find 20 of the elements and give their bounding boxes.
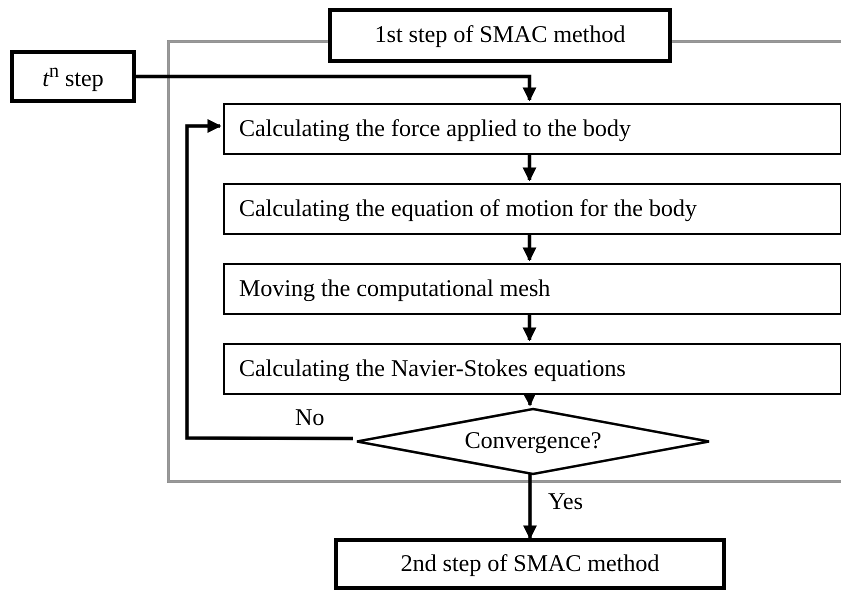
terminal-box xyxy=(10,50,136,103)
terminal-box xyxy=(334,538,726,590)
step-label: Moving the computational mesh xyxy=(239,276,550,302)
edge-label: No xyxy=(295,406,324,430)
arrow xyxy=(185,119,353,440)
step-label: 2nd step of SMAC method xyxy=(400,550,660,578)
arrow xyxy=(136,74,536,102)
step-label: Calculating the force applied to the body xyxy=(239,116,631,142)
step-label: Calculating the equation of motion for the body xyxy=(239,196,697,222)
process-box xyxy=(223,343,841,395)
arrow xyxy=(523,472,537,540)
terminal-box xyxy=(328,8,672,63)
process-box xyxy=(223,103,841,155)
decision-label: Convergence? xyxy=(464,428,602,455)
process-box xyxy=(223,183,841,235)
edge-label: Yes xyxy=(548,490,583,514)
step-label: 1st step of SMAC method xyxy=(374,22,626,49)
process-box xyxy=(223,263,841,315)
step-label: t$^{n}$ step xyxy=(42,60,104,93)
step-label: Calculating the Navier-Stokes equations xyxy=(239,356,626,382)
